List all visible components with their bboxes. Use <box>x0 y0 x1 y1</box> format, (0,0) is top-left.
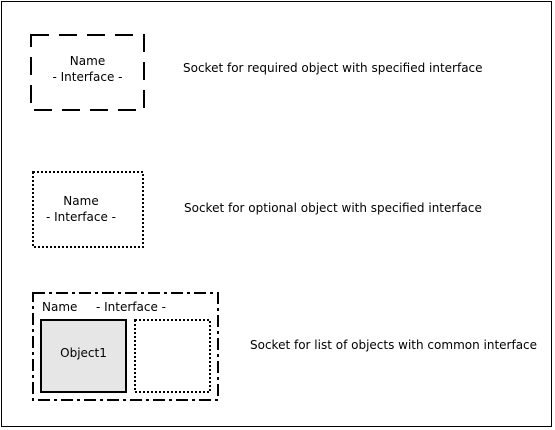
required-socket-box <box>30 34 145 111</box>
optional-socket-interface: - Interface - <box>45 210 116 224</box>
optional-socket-box <box>32 171 144 248</box>
list-socket-description: Socket for list of objects with common i… <box>250 338 538 352</box>
list-socket-name: Name <box>42 300 78 314</box>
required-socket-interface: - Interface - <box>52 70 123 84</box>
optional-socket-label: Name - Interface - <box>33 193 129 225</box>
list-socket-interface: - Interface - <box>96 300 167 314</box>
optional-socket-description: Socket for optional object with specifie… <box>184 201 482 215</box>
list-socket-box <box>32 292 219 401</box>
optional-socket-name: Name <box>63 194 99 208</box>
required-socket-label: Name - Interface - <box>31 53 144 85</box>
list-empty-slot-box <box>134 319 211 393</box>
required-socket-name: Name <box>69 54 106 68</box>
object1-box <box>40 319 127 393</box>
object1-label: Object1 <box>60 346 107 360</box>
required-socket-description: Socket for required object with specifie… <box>183 61 483 75</box>
